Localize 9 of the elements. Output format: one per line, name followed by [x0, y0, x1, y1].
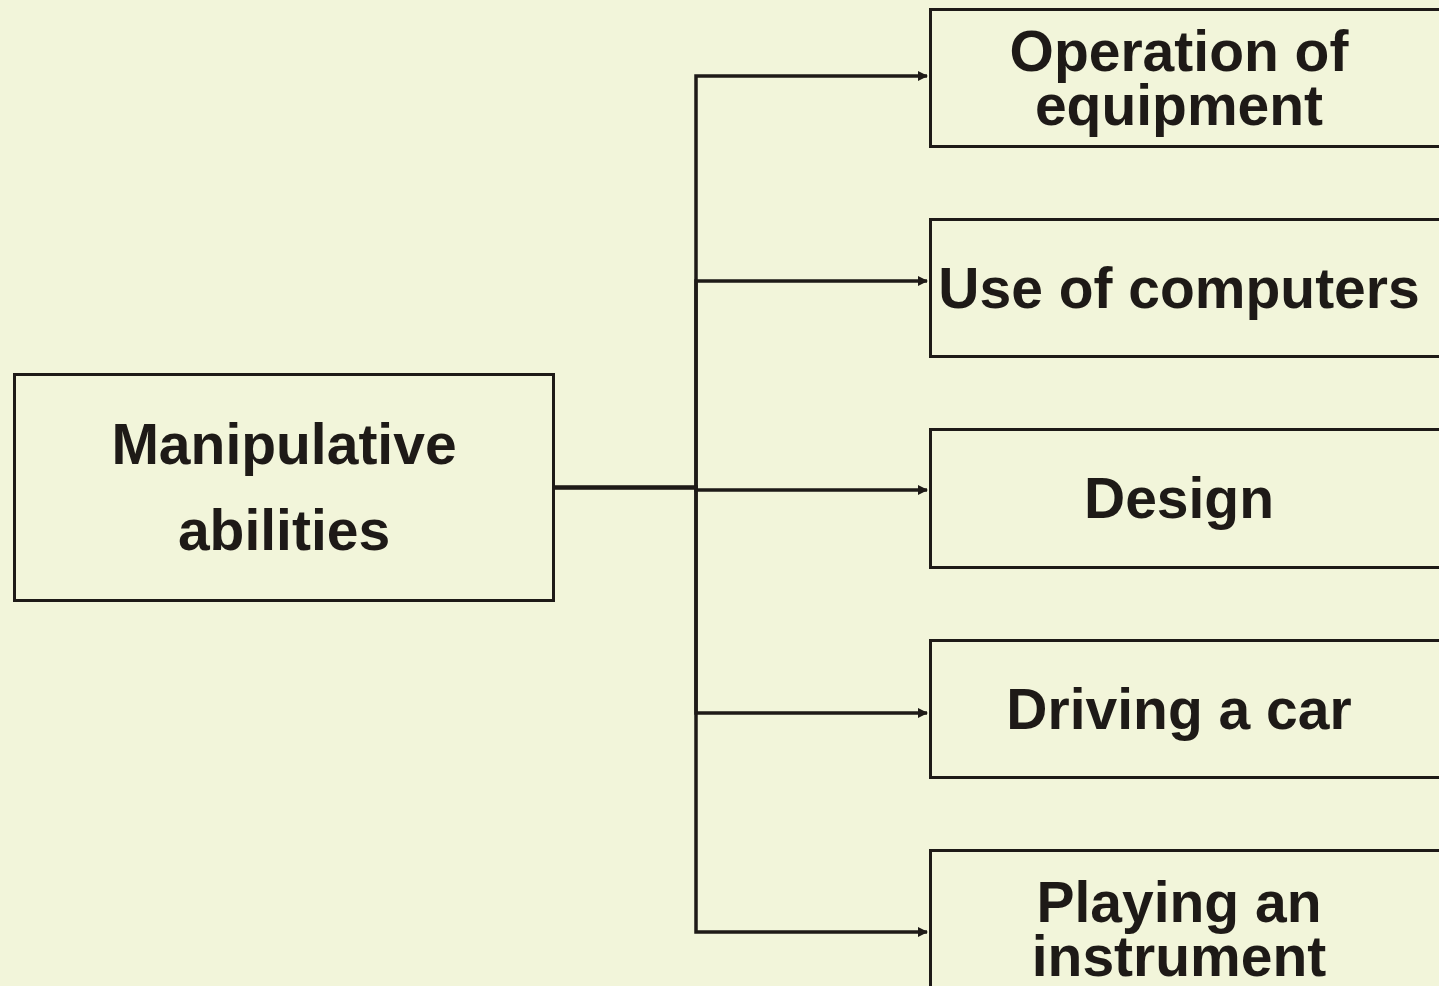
connector-arrow [555, 485, 928, 937]
process-box [929, 8, 1439, 148]
box-label: Playing an instrument [1030, 874, 1328, 984]
process-box [929, 639, 1439, 779]
process-box [13, 373, 555, 602]
box-label: Manipulative abilities [110, 411, 458, 564]
process-box [929, 428, 1439, 569]
process-box [929, 218, 1439, 358]
process-box [929, 849, 1439, 986]
